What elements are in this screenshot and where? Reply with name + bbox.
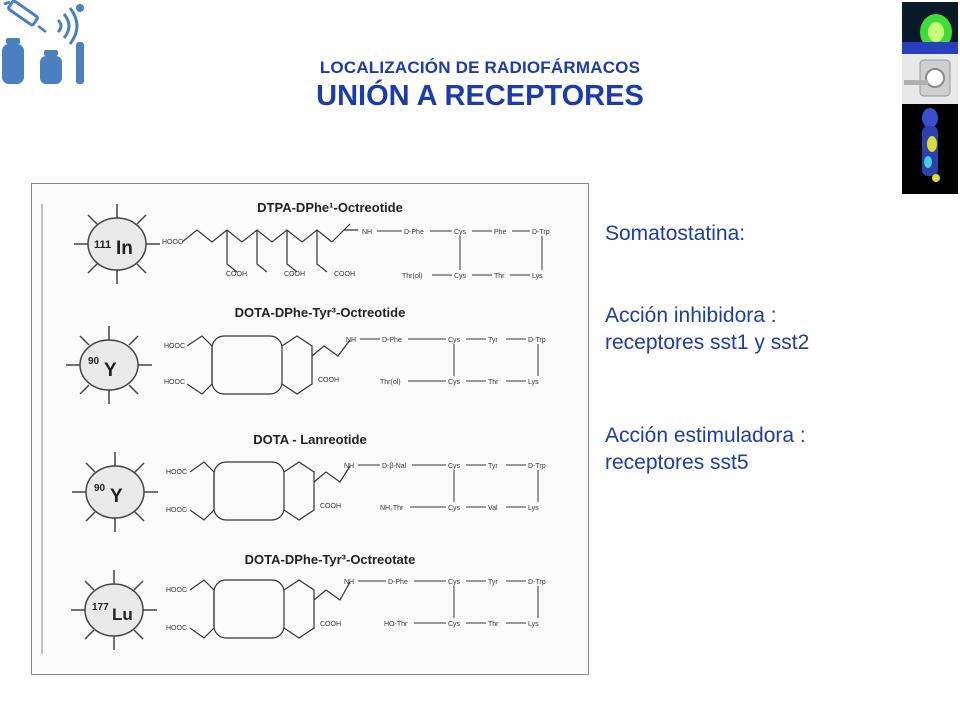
svg-text:HOOC: HOOC [164, 343, 185, 350]
compound-name: DTPA-DPhe¹-Octreotide [257, 200, 403, 215]
svg-text:D-Trp: D-Trp [528, 463, 546, 470]
page-subtitle: LOCALIZACIÓN DE RADIOFÁRMACOS [319, 58, 641, 77]
svg-text:Thr(ol): Thr(ol) [402, 273, 423, 280]
svg-text:Lys: Lys [528, 621, 539, 628]
signal-waves-icon [56, 4, 84, 45]
isotope-mass: 90 [88, 356, 100, 367]
svg-text:HOOC: HOOC [166, 587, 187, 594]
isotope-symbol: Y [110, 486, 123, 507]
svg-text:HOOC: HOOC [166, 469, 187, 476]
svg-text:Phe: Phe [494, 229, 507, 236]
chain-label: HOOC [162, 239, 183, 246]
svg-text:Thr: Thr [494, 273, 505, 280]
compound-name: DOTA-DPhe-Tyr³-Octreotate [245, 552, 416, 567]
svg-text:Cys: Cys [448, 463, 461, 470]
svg-text:Tyr: Tyr [488, 463, 498, 470]
chemical-structures-figure: DTPA-DPhe¹-Octreotide 111 In HOOC COOH C… [31, 183, 589, 675]
inhibitory-action-line2: receptores sst1 y sst2 [605, 331, 810, 354]
svg-text:Tyr: Tyr [488, 337, 498, 344]
svg-text:HOOC: HOOC [166, 507, 187, 514]
isotope-sun-icon [66, 326, 152, 404]
compound-1: DTPA-DPhe¹-Octreotide 111 In HOOC COOH C… [74, 200, 550, 284]
svg-text:Tyr: Tyr [488, 579, 498, 586]
svg-text:D-Trp: D-Trp [528, 579, 546, 586]
svg-text:Cys: Cys [448, 505, 461, 512]
svg-text:Cys: Cys [448, 379, 461, 386]
page-title: UNIÓN A RECEPTORES [316, 80, 644, 112]
svg-text:D-Phe: D-Phe [388, 579, 408, 586]
stimulatory-action-line2: receptores sst5 [605, 451, 749, 474]
fluorescence-thumbnail [902, 2, 958, 54]
isotope-symbol: Lu [112, 605, 133, 624]
svg-text:Val: Val [488, 505, 498, 512]
compound-name: DOTA-DPhe-Tyr³-Octreotide [235, 305, 406, 320]
stimulatory-action-line1: Acción estimuladora : [605, 424, 806, 447]
svg-text:HOOC: HOOC [164, 379, 185, 386]
isotope-sun-icon [72, 452, 158, 532]
isotope-symbol: In [116, 238, 133, 259]
compound-4: DOTA-DPhe-Tyr³-Octreotate 177 Lu HOOC HO… [71, 552, 546, 650]
inhibitory-action-text: Acción inhibidora : receptores sst1 y ss… [605, 302, 809, 356]
isotope-sun-icon [71, 570, 157, 650]
isotope-mass: 177 [92, 602, 109, 613]
isotope-symbol: Y [104, 360, 117, 381]
isotope-mass: 111 [94, 239, 111, 251]
svg-text:Cys: Cys [448, 621, 461, 628]
svg-text:Lys: Lys [528, 379, 539, 386]
svg-text:Cys: Cys [454, 229, 467, 236]
svg-text:NH: NH [346, 337, 356, 344]
svg-text:NH: NH [344, 579, 354, 586]
svg-text:Cys: Cys [448, 337, 461, 344]
compound-name: DOTA - Lanreotide [253, 432, 366, 447]
imaging-thumbnails [902, 2, 958, 194]
chain-label: COOH [226, 271, 247, 278]
svg-text:Thr(ol): Thr(ol) [380, 379, 401, 386]
vial-icon [2, 38, 84, 84]
chain-label: COOH [284, 271, 305, 278]
chain-label: COOH [334, 271, 355, 278]
link-label: NH [362, 229, 372, 236]
svg-text:D-Trp: D-Trp [528, 337, 546, 344]
svg-text:COOH: COOH [320, 621, 341, 628]
compound-3: DOTA - Lanreotide 90 Y HOOC HOOC COOH NH… [72, 432, 546, 532]
svg-text:D-Phe: D-Phe [382, 337, 402, 344]
svg-text:Lys: Lys [532, 273, 543, 280]
svg-text:HO-Thr: HO-Thr [384, 621, 408, 628]
header: LOCALIZACIÓN DE RADIOFÁRMACOS UNIÓN A RE… [160, 58, 800, 113]
svg-text:COOH: COOH [320, 503, 341, 510]
inhibitory-action-line1: Acción inhibidora : [605, 304, 777, 327]
svg-text:Thr: Thr [488, 379, 499, 386]
svg-text:Lys: Lys [528, 505, 539, 512]
svg-text:NH: NH [344, 463, 354, 470]
svg-text:COOH: COOH [318, 377, 339, 384]
isotope-sun-icon [74, 204, 160, 284]
stimulatory-action-text: Acción estimuladora : receptores sst5 [605, 422, 806, 476]
svg-text:D-β-Nal: D-β-Nal [382, 463, 407, 470]
svg-text:Cys: Cys [448, 579, 461, 586]
svg-text:HOOC: HOOC [166, 625, 187, 632]
body-scan-thumbnail [902, 104, 958, 194]
pet-scanner-thumbnail [902, 54, 958, 104]
isotope-mass: 90 [94, 483, 106, 494]
syringe-icon [3, 0, 47, 33]
svg-text:D-Phe: D-Phe [404, 229, 424, 236]
compound-2: DOTA-DPhe-Tyr³-Octreotide 90 Y HOOC HOOC… [66, 305, 546, 404]
svg-text:Thr: Thr [488, 621, 499, 628]
svg-text:D-Trp: D-Trp [532, 229, 550, 236]
logo [0, 0, 90, 100]
somatostatin-heading: Somatostatina: [605, 222, 746, 245]
svg-text:Cys: Cys [454, 273, 467, 280]
svg-text:NH₂Thr: NH₂Thr [380, 505, 404, 512]
